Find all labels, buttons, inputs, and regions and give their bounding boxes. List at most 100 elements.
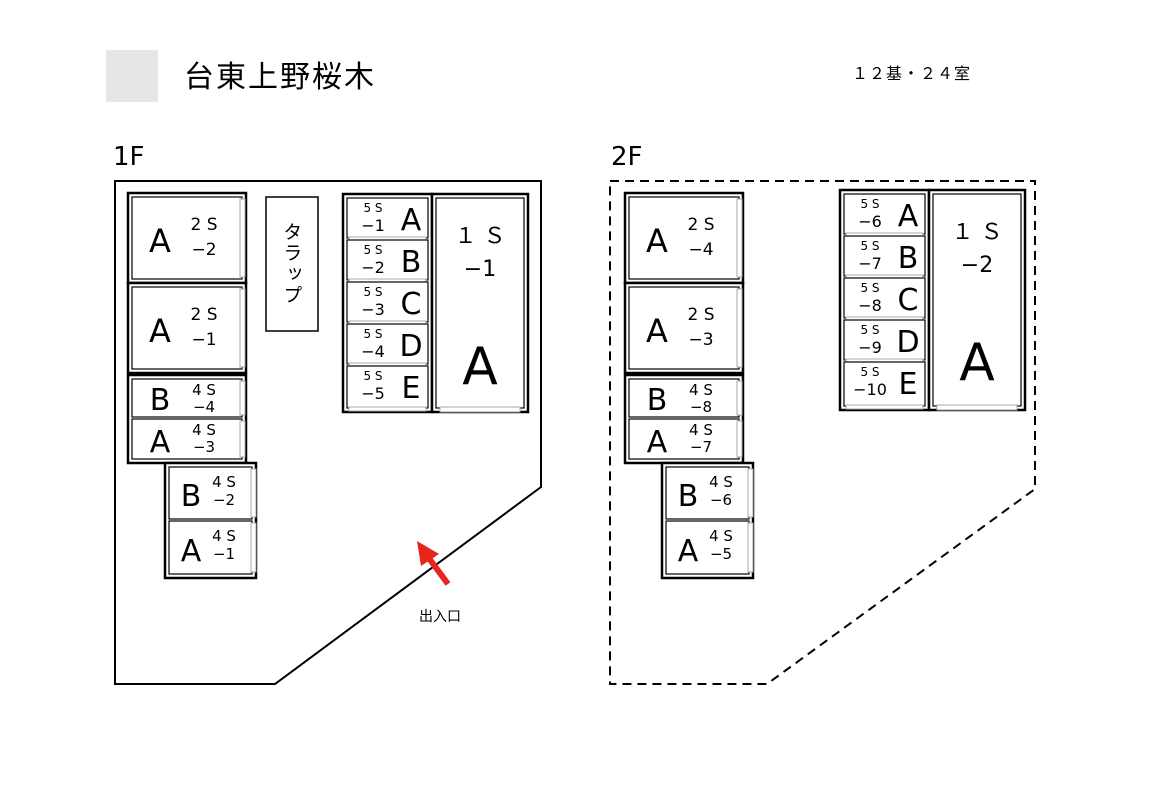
unit-letter: D — [896, 325, 919, 360]
unit-number: −3 — [193, 438, 215, 456]
unit-letter: E — [899, 367, 918, 402]
unit-letter: B — [647, 383, 668, 418]
unit-number: −8 — [690, 398, 712, 416]
unit-letter: A — [401, 203, 422, 238]
unit-size: 5 S — [363, 243, 382, 257]
locker-unit-2f-5s-10[interactable]: 5 S−10 E — [843, 361, 926, 410]
unit-size: 5 S — [860, 323, 879, 337]
unit-size: 2 S — [687, 305, 714, 325]
unit-number: −1 — [361, 216, 385, 235]
floor-1-outline — [114, 180, 542, 685]
unit-number: −3 — [361, 300, 385, 319]
unit-letter: C — [401, 287, 422, 322]
ramp-box — [265, 196, 319, 332]
unit-number: −4 — [688, 240, 713, 260]
unit-letter: B — [898, 241, 919, 276]
unit-number: −5 — [361, 384, 385, 403]
unit-letter: E — [402, 371, 421, 406]
unit-number: −7 — [858, 254, 882, 273]
locker-unit-1f-2s-1[interactable]: A 2 S −1 — [131, 286, 246, 370]
locker-unit-2f-4s-8[interactable]: B 4 S−8 — [628, 378, 743, 418]
unit-letter: C — [898, 283, 919, 318]
unit-size: 5 S — [860, 197, 879, 211]
unit-letter: A — [181, 534, 202, 569]
unit-size: 4 S — [192, 421, 216, 439]
unit-letter: A — [150, 425, 171, 460]
unit-size: 5 S — [860, 239, 879, 253]
unit-number: −9 — [858, 338, 882, 357]
locker-unit-2f-4s-7[interactable]: A 4 S−7 — [628, 418, 743, 460]
unit-number: −2 — [191, 240, 216, 260]
unit-number: −1 — [191, 330, 216, 350]
unit-summary: １２基・２４室 — [852, 64, 972, 83]
unit-number: −7 — [690, 438, 712, 456]
unit-number: −5 — [710, 545, 732, 563]
unit-size: 2 S — [190, 215, 217, 235]
unit-size: 4 S — [192, 381, 216, 399]
locker-unit-1f-4s-1[interactable]: A 4 S−1 — [168, 520, 257, 575]
unit-letter: A — [647, 425, 668, 460]
unit-number: −2 — [361, 258, 385, 277]
unit-size: 4 S — [689, 421, 713, 439]
unit-size: 4 S — [212, 527, 236, 545]
unit-number: −2 — [213, 491, 235, 509]
unit-number: −4 — [193, 398, 215, 416]
unit-size: 5 S — [860, 365, 879, 379]
unit-size: 5 S — [363, 285, 382, 299]
logo-placeholder — [106, 50, 158, 102]
unit-number: −6 — [858, 212, 882, 231]
unit-number: −1 — [464, 257, 496, 282]
locker-unit-2f-5s-6[interactable]: 5 S−6 A — [843, 193, 926, 238]
unit-size: 5 S — [363, 327, 382, 341]
unit-letter: A — [149, 312, 171, 350]
locker-unit-1f-5s-5[interactable]: 5 S−5 E — [346, 365, 429, 412]
unit-size: 4 S — [709, 527, 733, 545]
unit-number: −10 — [853, 380, 887, 399]
unit-size: 2 S — [687, 215, 714, 235]
locker-unit-1f-1s-1[interactable]: １ Ｓ−1A — [435, 197, 525, 413]
unit-letter: A — [898, 199, 919, 234]
unit-letter: A — [646, 312, 668, 350]
unit-size: １ Ｓ — [952, 220, 1003, 245]
unit-letter: A — [678, 534, 699, 569]
unit-number: −8 — [858, 296, 882, 315]
unit-letter: D — [399, 329, 422, 364]
locker-unit-1f-2s-2[interactable]: A 2 S −2 — [131, 196, 246, 280]
unit-letter: B — [678, 479, 699, 514]
locker-unit-2f-2s-3[interactable]: A 2 S −3 — [628, 286, 743, 370]
locker-unit-2f-2s-4[interactable]: A 2 S −4 — [628, 196, 743, 280]
unit-number: −1 — [213, 545, 235, 563]
unit-number: −3 — [688, 330, 713, 350]
locker-unit-2f-1s-2[interactable]: １ Ｓ −2A — [932, 193, 1022, 411]
floor-2-label: 2F — [611, 142, 643, 172]
unit-size: 2 S — [190, 305, 217, 325]
unit-size: 5 S — [363, 369, 382, 383]
unit-letter: A — [959, 333, 995, 393]
floor-2-outline — [609, 180, 1036, 685]
unit-letter: A — [149, 222, 171, 260]
unit-letter: B — [181, 479, 202, 514]
locker-unit-1f-5s-4[interactable]: 5 S−4 D — [346, 323, 429, 368]
unit-size: 4 S — [709, 473, 733, 491]
entrance-label: 出入口 — [419, 609, 461, 625]
ramp-label: タラップ — [280, 222, 303, 306]
locker-unit-2f-4s-5[interactable]: A 4 S−5 — [665, 520, 754, 575]
unit-size: 4 S — [689, 381, 713, 399]
unit-size: 5 S — [363, 201, 382, 215]
unit-number: −4 — [361, 342, 385, 361]
floor-1-label: 1F — [113, 142, 145, 172]
locker-unit-2f-5s-7[interactable]: 5 S−7 B — [843, 235, 926, 280]
locker-unit-1f-5s-1[interactable]: 5 S−1 A — [346, 197, 429, 242]
locker-unit-1f-5s-3[interactable]: 5 S−3 C — [346, 281, 429, 326]
unit-letter: A — [646, 222, 668, 260]
locker-unit-2f-5s-9[interactable]: 5 S−9 D — [843, 319, 926, 364]
unit-number: −2 — [961, 253, 993, 278]
locker-unit-1f-4s-3[interactable]: A 4 S−3 — [131, 418, 246, 460]
entrance-arrow-icon — [417, 541, 451, 586]
